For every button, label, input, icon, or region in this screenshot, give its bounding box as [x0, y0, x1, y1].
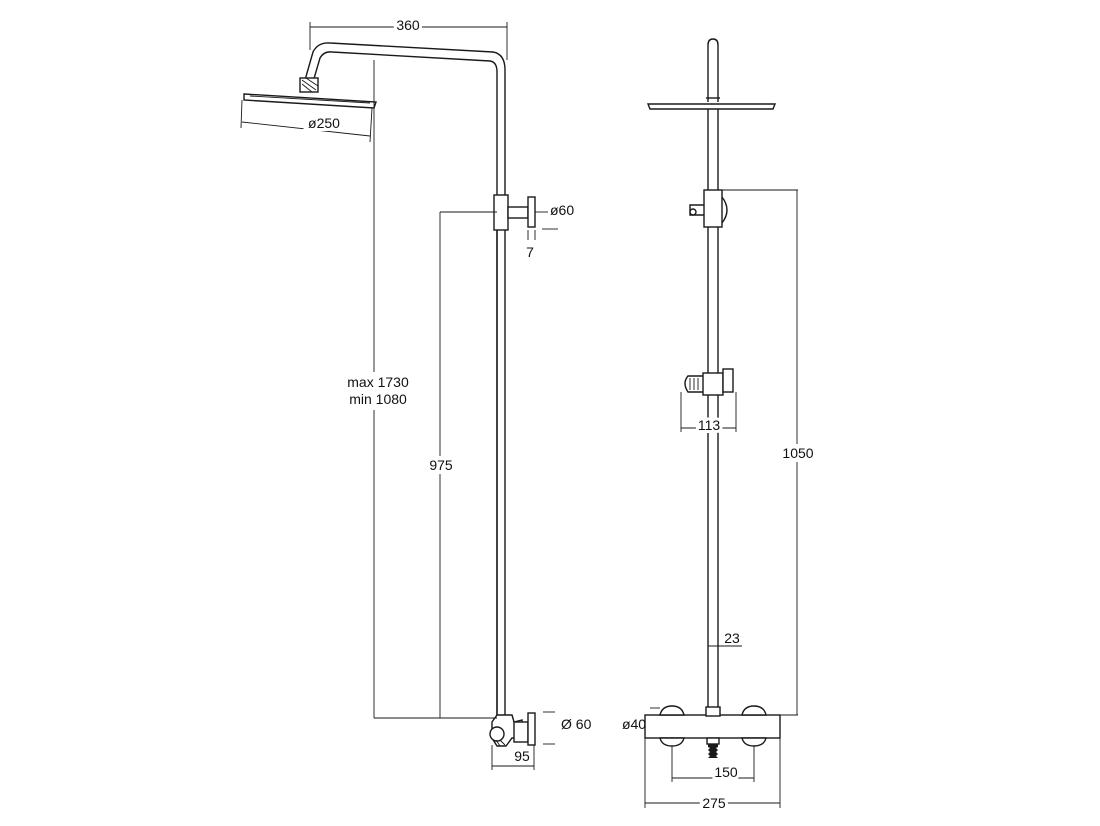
dim-height-min: min 1080	[349, 391, 407, 407]
dim-inlet-spacing: 150	[714, 764, 738, 780]
dim-arm-width: 360	[396, 17, 420, 33]
hand-shower-slider	[684, 368, 734, 396]
valve-handle-stem	[513, 721, 529, 743]
valve-handle-side	[527, 712, 536, 746]
dim-valve-diameter: Ø 60	[561, 716, 592, 732]
diverter-handle	[527, 196, 536, 228]
height-clamp	[493, 194, 509, 231]
dim-height-max: max 1730	[347, 374, 409, 390]
dim-head-diameter: ø250	[308, 115, 340, 131]
diverter-stem	[507, 206, 529, 219]
dim-valve-width: 275	[702, 795, 726, 811]
thermostatic-mixer-front	[644, 705, 781, 758]
dim-knob-diameter: ø40	[622, 716, 646, 732]
dim-slider-width: 113	[698, 417, 721, 433]
rain-shower-head	[243, 93, 377, 109]
side-view: 360 ø250 max 1730 min 1080 975 ø60 7 Ø 6…	[240, 14, 592, 770]
dim-handle-diameter: ø60	[550, 202, 574, 218]
dim-rail-length: 1050	[782, 445, 813, 461]
dim-pipe-diameter: 23	[724, 630, 740, 646]
outlet-connector	[708, 744, 718, 758]
outlet-nut	[489, 726, 505, 742]
dim-valve-depth: 95	[514, 748, 530, 764]
rain-shower-head-front	[646, 103, 777, 110]
height-clamp-front	[703, 189, 723, 228]
dim-handle-depth: 7	[526, 244, 534, 260]
shower-arm-pipe	[304, 42, 506, 715]
front-view: 113 1050 23 ø40 150 275	[622, 38, 818, 814]
arm-top	[707, 38, 719, 102]
dim-handle-height: 975	[429, 457, 453, 473]
